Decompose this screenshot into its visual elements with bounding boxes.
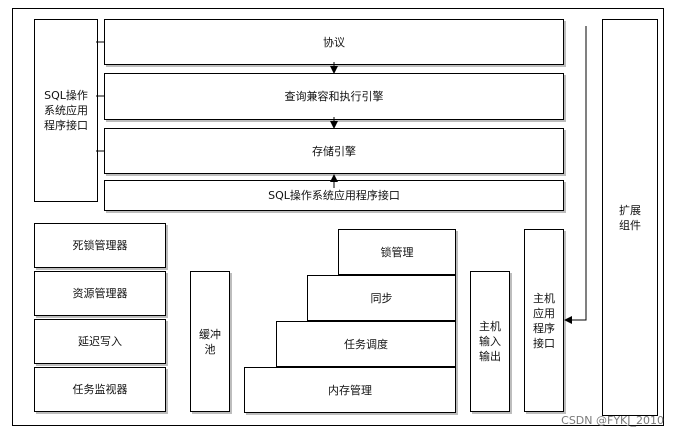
buffer-pool-box: 缓冲池 <box>190 271 230 412</box>
host-app-api-label: 主机应用程序接口 <box>533 291 555 350</box>
extension-components-box: 扩展组件 <box>602 19 658 416</box>
host-io-box: 主机输入输出 <box>470 271 510 412</box>
lock-manager-box: 锁管理 <box>338 229 456 275</box>
resource-manager-box: 资源管理器 <box>34 271 166 316</box>
host-app-api-box: 主机应用程序接口 <box>524 229 564 412</box>
resource-manager-label: 资源管理器 <box>72 287 128 300</box>
protocol-label: 协议 <box>323 35 345 49</box>
sql-os-api-left-box: SQL操作系统应用程序接口 <box>34 19 98 202</box>
protocol-box: 协议 <box>104 19 564 65</box>
lock-manager-label: 锁管理 <box>380 245 414 259</box>
sync-label: 同步 <box>370 291 393 305</box>
buffer-pool-label: 缓冲池 <box>199 327 221 356</box>
sql-os-api-left-label: SQL操作系统应用程序接口 <box>44 89 88 132</box>
memory-management-box: 内存管理 <box>244 367 456 413</box>
task-monitor-box: 任务监视器 <box>34 367 166 412</box>
deadlock-manager-box: 死锁管理器 <box>34 223 166 268</box>
diagram-frame <box>12 8 664 426</box>
task-scheduling-label: 任务调度 <box>344 337 388 351</box>
extension-components-label: 扩展组件 <box>619 203 641 232</box>
task-monitor-label: 任务监视器 <box>72 383 128 396</box>
lazy-writer-box: 延迟写入 <box>34 319 166 364</box>
task-scheduling-box: 任务调度 <box>276 321 456 367</box>
watermark: CSDN @FYKJ_2010 <box>561 414 664 427</box>
storage-engine-box: 存储引擎 <box>104 128 564 174</box>
host-io-label: 主机输入输出 <box>479 320 501 363</box>
sync-box: 同步 <box>307 275 456 321</box>
memory-management-label: 内存管理 <box>328 383 372 397</box>
sql-os-api-bottom-box: SQL操作系统应用程序接口 <box>104 180 564 211</box>
deadlock-manager-label: 死锁管理器 <box>72 239 128 252</box>
storage-engine-label: 存储引擎 <box>312 144 356 158</box>
lazy-writer-label: 延迟写入 <box>78 335 122 348</box>
query-engine-box: 查询兼容和执行引擎 <box>104 73 564 120</box>
query-engine-label: 查询兼容和执行引擎 <box>284 90 384 103</box>
sql-os-api-bottom-label: SQL操作系统应用程序接口 <box>268 189 400 202</box>
